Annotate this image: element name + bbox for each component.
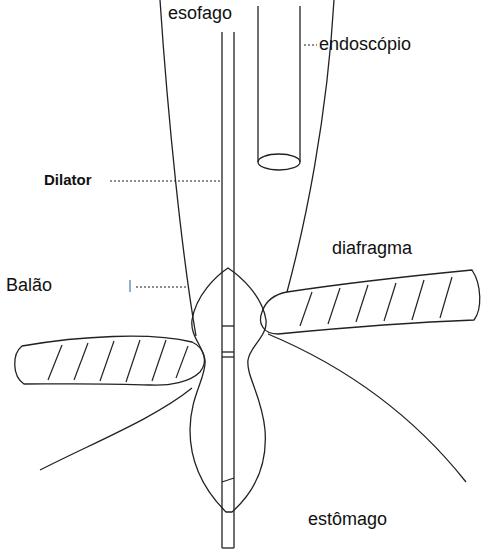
diaphragm-hatching [48,277,452,382]
tick-mark [129,280,130,292]
part-label: diafragma [332,239,412,259]
stomach-wall [40,388,192,470]
diaphragm [15,336,205,385]
part-label: estômago [308,510,387,530]
part-label: endoscópio [319,35,411,55]
dilator-tube [222,32,234,548]
part-label: esofago [168,4,232,24]
diaphragm [261,270,480,334]
endoscope [258,6,300,170]
esophagus-wall [160,0,196,336]
part-label: Dilator [44,172,92,189]
balloon [190,268,266,512]
leader-line [110,45,317,287]
stomach-wall [268,334,466,482]
part-label: Balão [6,276,52,296]
